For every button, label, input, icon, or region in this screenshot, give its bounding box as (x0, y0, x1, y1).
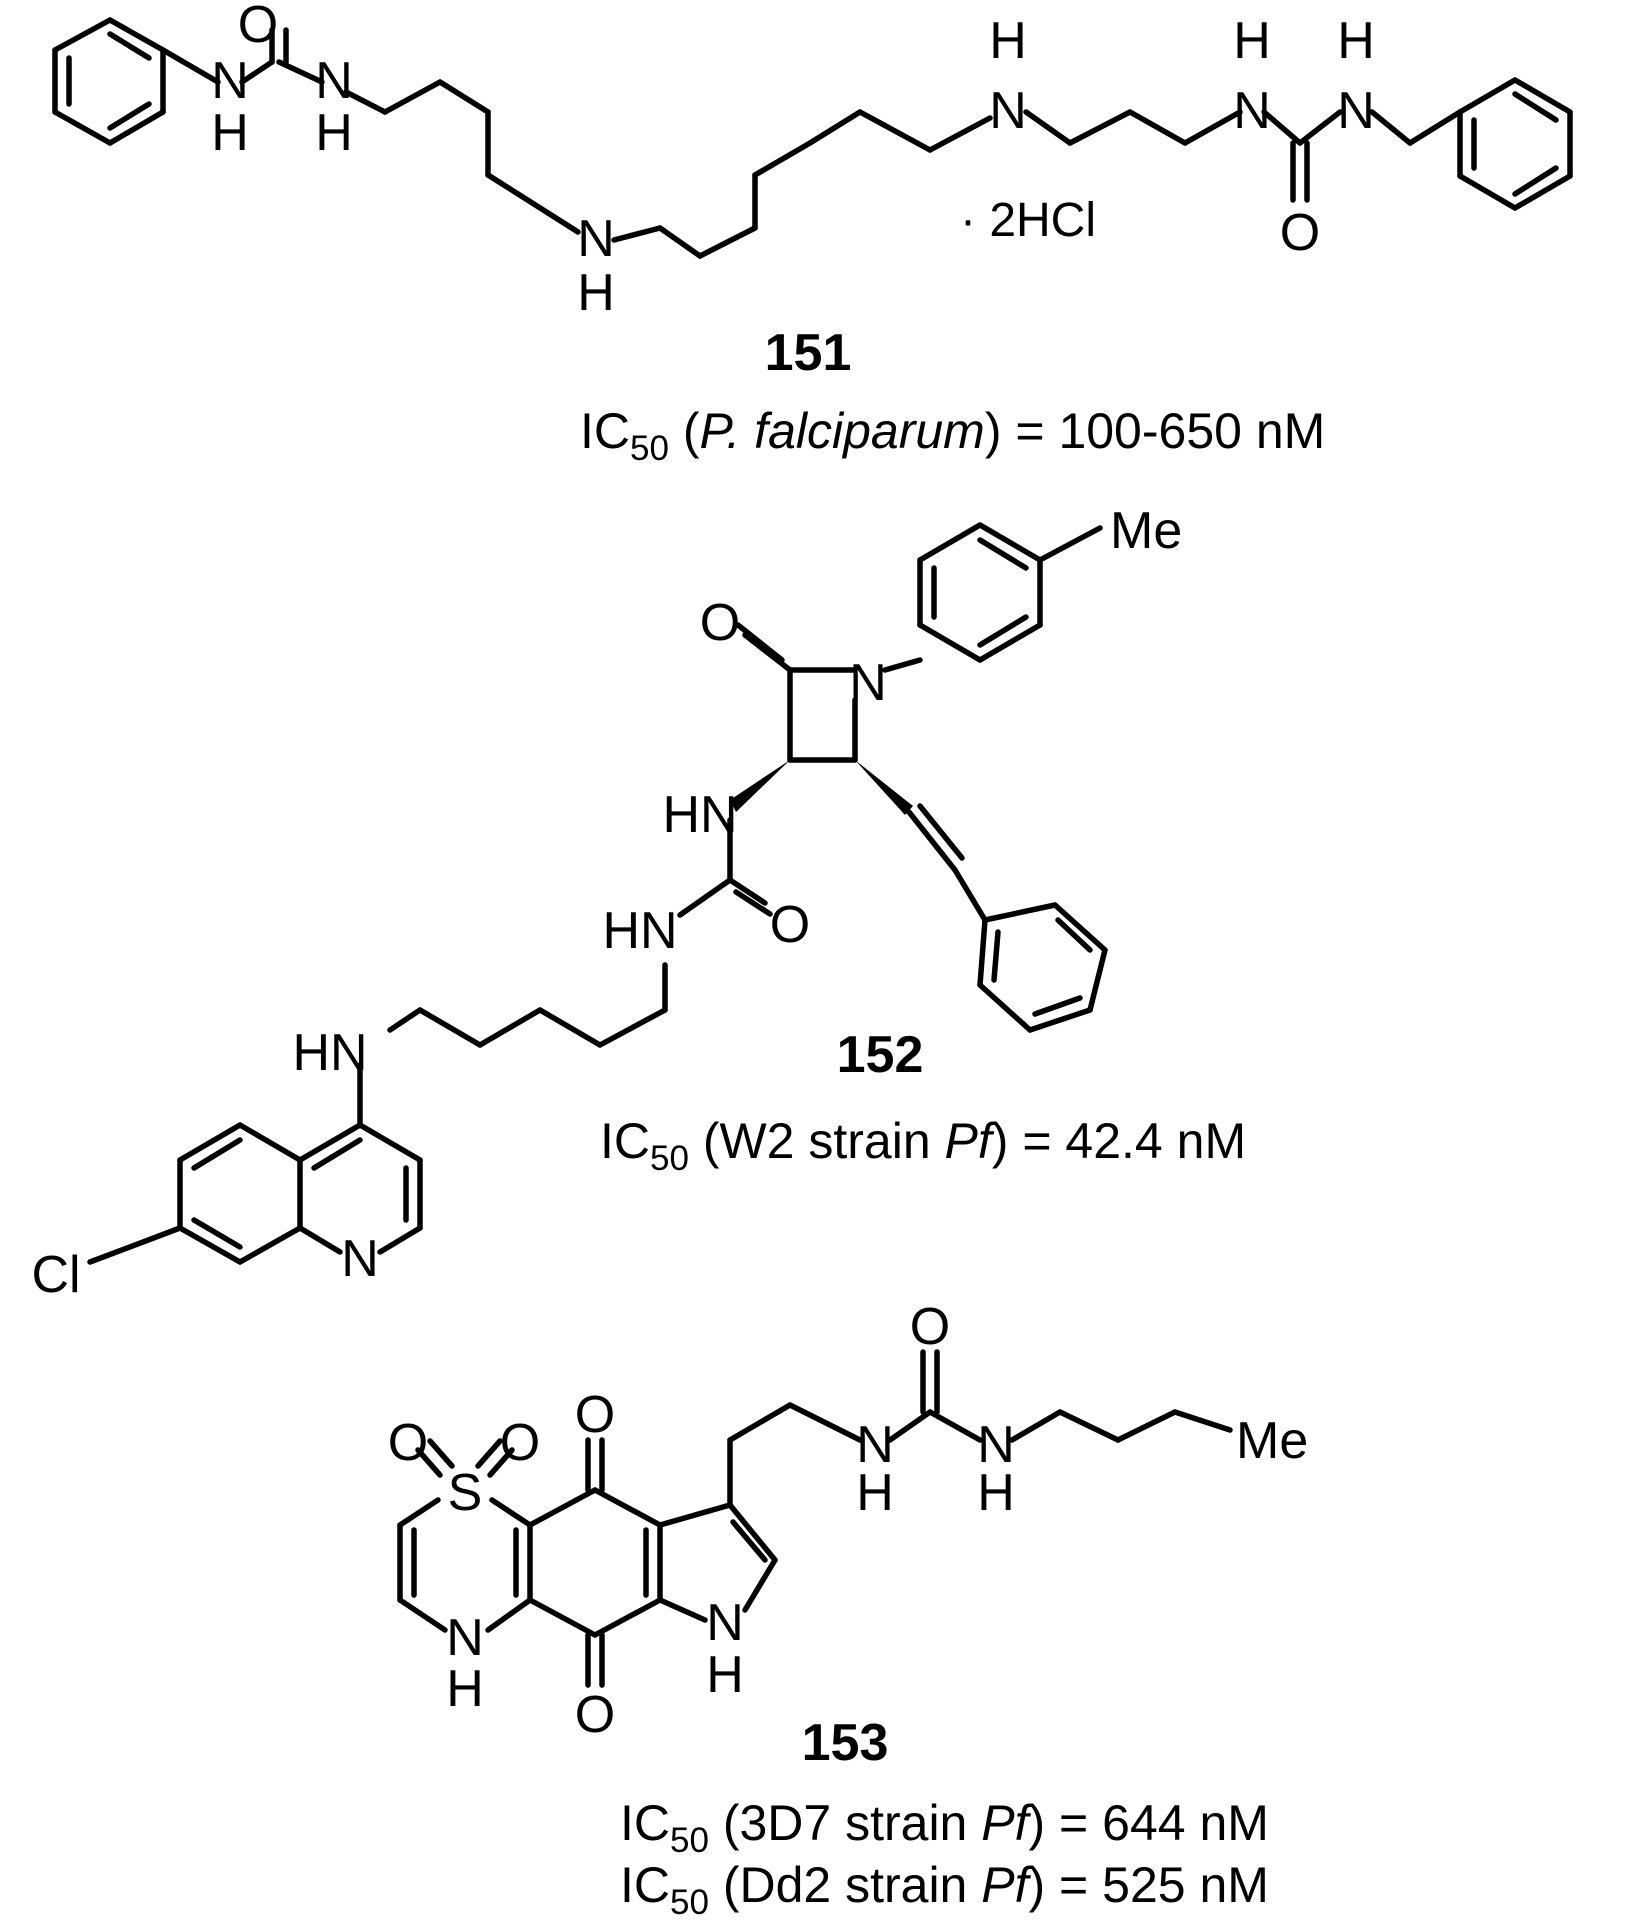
atom-HN: HN (662, 786, 737, 844)
atom-O: O (770, 896, 810, 954)
phenyl-ring-right (1457, 77, 1573, 211)
atom-N: N (577, 210, 615, 268)
atom-O: O (388, 1414, 428, 1472)
atom-N: N (989, 82, 1027, 140)
salt-label: · 2HCl (960, 194, 1096, 247)
atom-N: N (211, 52, 249, 110)
compound-152-structure: Me O N HN O HN HN N Cl (31, 502, 1182, 1304)
atom-H: H (211, 104, 249, 162)
phenyl-ring-152 (977, 902, 1108, 1033)
atom-HN: HN (602, 902, 677, 960)
atom-S: S (448, 1464, 483, 1522)
atom-O: O (910, 1298, 950, 1356)
atom-N: N (706, 1594, 744, 1652)
atom-H: H (989, 12, 1027, 70)
compound-153-structure: O O S O N H O N H N H O N H Me (388, 1298, 1308, 1744)
atom-O: O (575, 1686, 615, 1744)
atom-Me: Me (1236, 1412, 1308, 1470)
quinoline-ring (87, 1122, 423, 1265)
atom-O: O (500, 1414, 540, 1472)
compound-151-activity: IC50 (P. falciparum) = 100-650 nM (580, 403, 1325, 468)
phenyl-ring-left (52, 17, 166, 146)
compound-151-structure: O N H N H N H H N H N H N O · 2HCl (52, 0, 1573, 322)
atom-Cl: Cl (31, 1246, 80, 1304)
atom-N: N (849, 654, 887, 712)
atom-H: H (446, 1660, 484, 1718)
atom-H: H (1337, 12, 1375, 70)
atom-N: N (446, 1609, 484, 1667)
compound-153-activity-3d7: IC50 (3D7 strain Pf) = 644 nM (620, 1795, 1269, 1860)
atom-O: O (700, 594, 740, 652)
atom-H: H (577, 264, 615, 322)
atom-HN: HN (292, 1024, 367, 1082)
atom-N: N (1337, 82, 1375, 140)
atom-Me: Me (1110, 502, 1182, 560)
atom-H: H (706, 1646, 744, 1704)
atom-H: H (1233, 12, 1271, 70)
compound-152-activity: IC50 (W2 strain Pf) = 42.4 nM (600, 1113, 1246, 1178)
atom-O: O (238, 0, 278, 54)
atom-N: N (1233, 82, 1271, 140)
atom-O: O (1280, 204, 1320, 262)
compound-152-label: 152 (837, 1026, 924, 1084)
atom-N: N (856, 1416, 894, 1474)
atom-O: O (575, 1386, 615, 1444)
compound-153-label: 153 (802, 1714, 889, 1772)
atom-H: H (856, 1464, 894, 1522)
atom-H: H (977, 1464, 1015, 1522)
atom-N: N (977, 1416, 1015, 1474)
compound-153-activity-dd2: IC50 (Dd2 strain Pf) = 525 nM (620, 1857, 1269, 1920)
compound-151-label: 151 (765, 324, 852, 382)
atom-N: N (341, 1230, 379, 1288)
atom-N: N (315, 52, 353, 110)
tolyl-ring (917, 522, 1043, 663)
atom-H: H (315, 104, 353, 162)
